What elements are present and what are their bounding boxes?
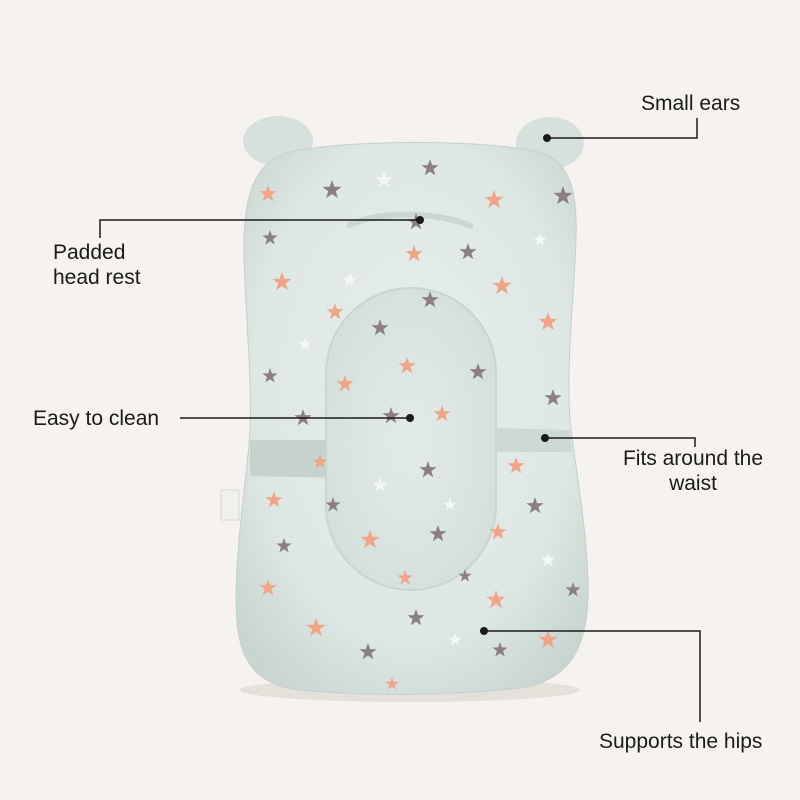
- callout-waist-line-1: Fits around the: [622, 447, 764, 470]
- waist-strap-right: [495, 428, 572, 452]
- callout-head-rest-line-2: head rest: [53, 266, 141, 289]
- callout-waist-line-2: waist: [669, 472, 717, 495]
- callout-head-rest-line-1: Padded: [53, 241, 126, 264]
- callout-small-ears: Small ears: [641, 91, 740, 116]
- care-label: [220, 489, 240, 521]
- callout-small-ears-line-1: Small ears: [641, 92, 741, 115]
- leader-waist: [545, 437, 696, 447]
- leader-ears: [547, 118, 698, 139]
- waist-strap: [250, 440, 345, 478]
- leader-head: [99, 219, 420, 238]
- callout-head-rest: Padded head rest: [53, 240, 141, 290]
- callout-waist: Fits around the waist: [613, 446, 773, 496]
- leader-lines: [99, 118, 701, 722]
- inner-seat: [325, 287, 497, 591]
- callout-easy-clean-line-1: Easy to clean: [33, 407, 160, 430]
- callout-hips: Supports the hips: [599, 729, 762, 754]
- leader-hips: [484, 630, 701, 722]
- callout-easy-clean: Easy to clean: [33, 406, 159, 431]
- callout-hips-line-1: Supports the hips: [599, 730, 763, 753]
- leader-dots: [406, 134, 551, 635]
